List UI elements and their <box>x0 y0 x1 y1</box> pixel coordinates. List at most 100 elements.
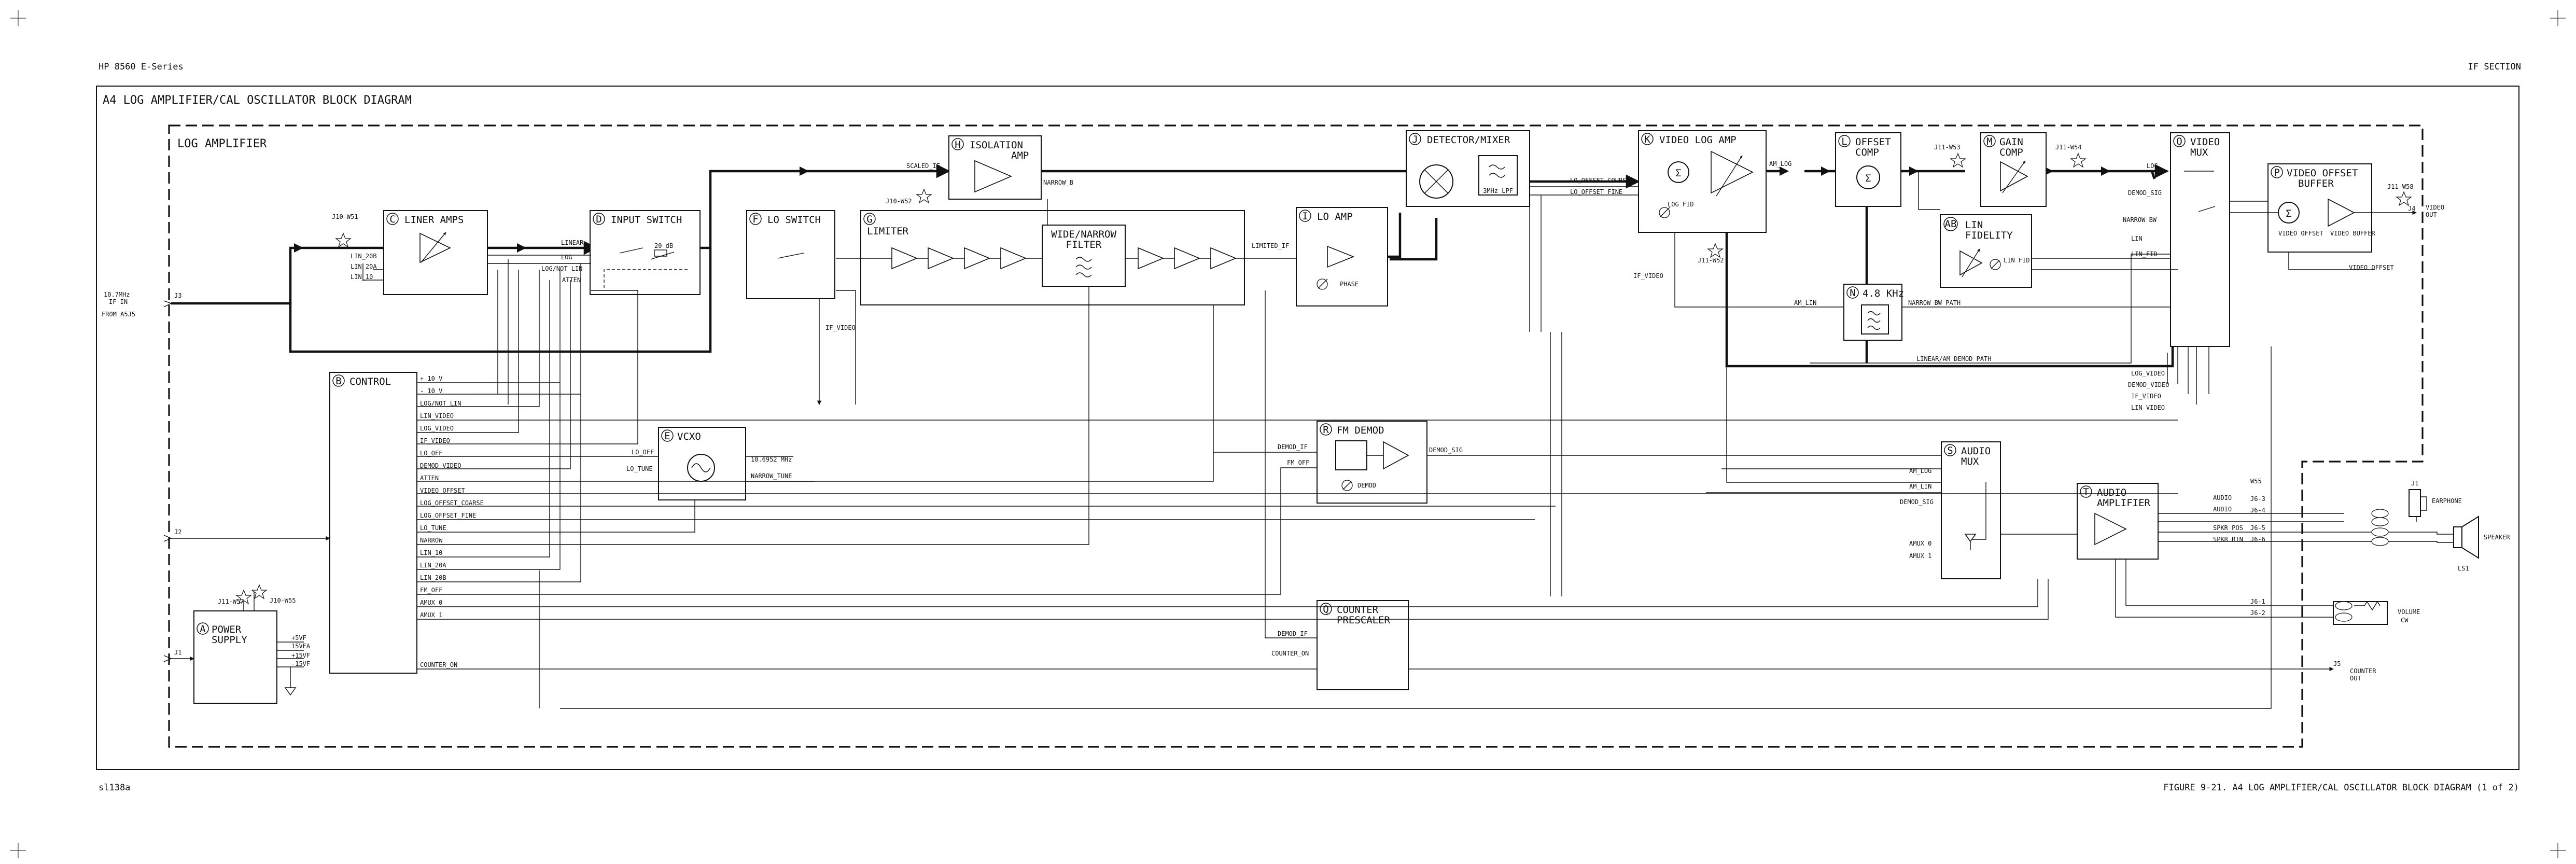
sig-15vfa: 15VFA <box>291 643 311 650</box>
control-counter-on: COUNTER_ON <box>420 661 457 668</box>
sig-amux-0: AMUX 0 <box>1909 540 1931 547</box>
block-letter: B <box>335 375 341 387</box>
block-audio-amplifier: T AUDIO AMPLIFIER <box>2077 483 2159 560</box>
block-name: POWER <box>212 624 242 635</box>
figure-code: sl138a <box>99 783 130 793</box>
sig-j6-4: J6-4 <box>2250 507 2265 514</box>
sig-fm-off: FM_OFF <box>1287 459 1309 466</box>
sig-narrow-bw-path: NARROW BW PATH <box>1908 299 1961 306</box>
block-limiter: G LIMITER WIDE/NARROW FILTER <box>836 210 1245 305</box>
block-letter: J <box>1412 134 1418 145</box>
sig-demod-sig: DEMOD_SIG <box>2128 189 2162 197</box>
region-label: LOG AMPLIFIER <box>177 137 267 150</box>
earphone-label: EARPHONE <box>2432 497 2462 505</box>
block-name: LIN <box>1965 219 1983 231</box>
block-name: VIDEO OFFSET <box>2287 168 2358 179</box>
block-name-2: AMP <box>1011 150 1029 161</box>
block-name: CONTROL <box>349 376 391 387</box>
block-letter: L <box>1841 136 1847 147</box>
sig-audio-2: AUDIO <box>2213 506 2232 513</box>
sig-demod-if-2: DEMOD_IF <box>1278 630 1308 637</box>
control-line-label: - 10 V <box>420 387 442 395</box>
tp-j10-w55: J10-W55 <box>270 597 296 604</box>
section-header: IF SECTION <box>2468 62 2521 72</box>
block-name: INPUT SWITCH <box>611 214 682 226</box>
control-line-label: LIN_20A <box>420 562 446 569</box>
block-letter: O <box>2176 136 2182 147</box>
filter-label: WIDE/NARROW <box>1051 229 1116 240</box>
block-name-2: AMPLIFIER <box>2097 497 2151 509</box>
control-line-label: LIN_10 <box>420 549 442 556</box>
input-freq: 10.7MHz <box>104 291 130 298</box>
counter-out-label-2: OUT <box>2350 675 2361 682</box>
block-counter-prescaler: Q COUNTER PRESCALER <box>1317 600 1409 690</box>
block-letter: P <box>2274 167 2279 178</box>
control-line-label: NARROW <box>420 537 443 544</box>
tp-j10-w51: J10-W51 <box>332 213 358 220</box>
block-name-2: FIDELITY <box>1965 230 2013 241</box>
tp-j10-w52: J10-W52 <box>886 198 912 205</box>
speaker-ref: LS1 <box>2458 565 2469 572</box>
control-line-label: IF_VIDEO <box>420 437 450 444</box>
control-line-label: LIN_20B <box>420 574 446 581</box>
sig-counter-on: COUNTER_ON <box>1271 650 1309 657</box>
sig-narrow-tune: NARROW_TUNE <box>751 472 792 480</box>
jack-j1-symbol <box>163 655 172 662</box>
video-buffer-sub: VIDEO BUFFER <box>2330 230 2375 237</box>
log-amplifier-boundary <box>168 124 2424 748</box>
control-line-label: LO_TUNE <box>420 524 446 532</box>
sig-am-log-2: AM_LOG <box>1909 467 1931 475</box>
sig-amux-1: AMUX 1 <box>1909 552 1931 560</box>
block-letter: G <box>866 214 872 225</box>
block-name: AUDIO <box>2097 487 2126 498</box>
svg-text:Σ: Σ <box>1675 168 1681 179</box>
counter-out-jack: J5 <box>2333 660 2341 667</box>
sig-j6-2: J6-2 <box>2250 609 2265 617</box>
block-4-8-khz-filter: N 4.8 KHz <box>1843 284 1904 341</box>
svg-text:Σ: Σ <box>2286 208 2291 219</box>
control-line-label: LIN_VIDEO <box>420 412 454 420</box>
sig-am-lin: AM_LIN <box>1794 299 1816 306</box>
control-line-label: AMUX 1 <box>420 611 442 619</box>
control-line-labels: + 10 V- 10 VLOG/NOT_LINLIN_VIDEOLOG_VIDE… <box>420 375 484 619</box>
block-video-offset-buffer: P VIDEO OFFSET BUFFER Σ VIDEO OFFSET VID… <box>2267 163 2375 253</box>
jack-j2: J2 <box>174 528 181 536</box>
sig-j6-6: J6-6 <box>2250 536 2265 543</box>
counter-out-label: COUNTER <box>2350 667 2376 675</box>
control-line-label: ATTEN <box>420 475 439 482</box>
block-offset-comp: L OFFSET COMP Σ <box>1835 132 1901 207</box>
jack-j1: J1 <box>174 649 181 656</box>
sig-demod-if: DEMOD_IF <box>1278 443 1308 451</box>
control-line-label: LO_OFF <box>420 450 442 457</box>
sig-lin-10: LIN_10 <box>351 273 373 281</box>
block-name-2: MUX <box>1961 456 1979 467</box>
sig-r-if-video: IF_VIDEO <box>2131 393 2161 400</box>
sig-video-offset: VIDEO_OFFSET <box>2349 264 2394 271</box>
tp-j11-w58: J11-W58 <box>2387 183 2414 190</box>
sig-limited-if: LIMITED_IF <box>1252 242 1289 249</box>
phase-label: PHASE <box>1340 281 1359 288</box>
block-name-2: SUPPLY <box>212 634 247 646</box>
input-from: FROM A5J5 <box>102 311 135 318</box>
sig-r-log-video: LOG_VIDEO <box>2131 370 2165 377</box>
block-name: GAIN <box>1999 136 2023 148</box>
control-line-label: VIDEO_OFFSET <box>420 487 465 494</box>
sig-m15v: -15VF <box>291 660 310 667</box>
block-letter: S <box>1947 445 1953 456</box>
block-name-2: BUFFER <box>2298 178 2334 189</box>
sig-linear-am-path: LINEAR/AM DEMOD PATH <box>1916 355 1992 363</box>
block-letter: H <box>955 139 960 150</box>
block-letter: T <box>2083 486 2089 498</box>
sig-log-not-lin: LOG/NOT_LIN <box>541 265 582 272</box>
control-line-label: LOG_OFFSET_COARSE <box>420 499 484 507</box>
block-name-2: COMP <box>1999 147 2023 158</box>
sig-p5v: +5VF <box>291 634 306 642</box>
demod-label: DEMOD <box>1357 482 1376 489</box>
block-name-2: COMP <box>1855 147 1879 158</box>
volume-label: VOLUME <box>2398 608 2420 616</box>
block-name: 4.8 KHz <box>1863 288 1904 299</box>
filter-label-2: FILTER <box>1066 239 1102 250</box>
block-lo-switch: F LO SWITCH <box>746 210 835 299</box>
earphone-jack: EARPHONE J1 <box>2409 480 2462 517</box>
